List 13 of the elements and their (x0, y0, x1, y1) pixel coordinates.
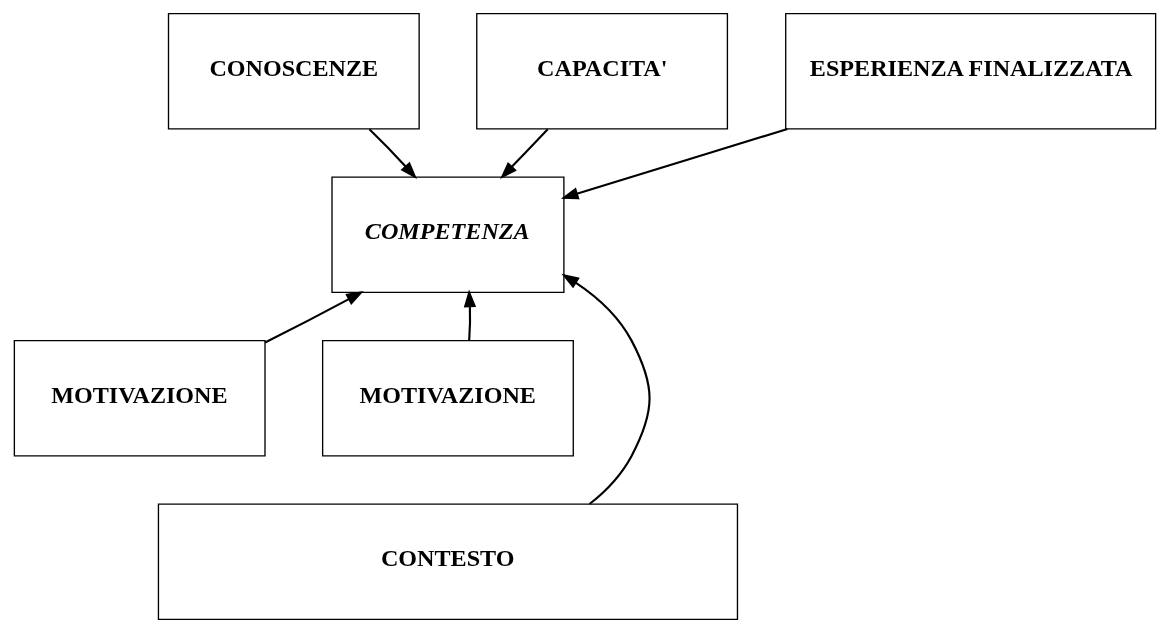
arrow (368, 128, 417, 180)
arrow (264, 291, 364, 344)
arrow (560, 127, 788, 200)
node-box: CAPACITA' (475, 12, 728, 130)
arrow (499, 128, 549, 179)
node-box: MOTIVAZIONE (321, 339, 574, 457)
node-box: ESPERIENZA FINALIZZATA (784, 12, 1156, 130)
arrow (560, 273, 651, 505)
arrow (463, 289, 476, 341)
node-box: CONOSCENZE (167, 12, 420, 130)
node-box: MOTIVAZIONE (13, 339, 266, 457)
node-box: COMPETENZA (330, 176, 565, 294)
node-box: CONTESTO (157, 503, 738, 621)
